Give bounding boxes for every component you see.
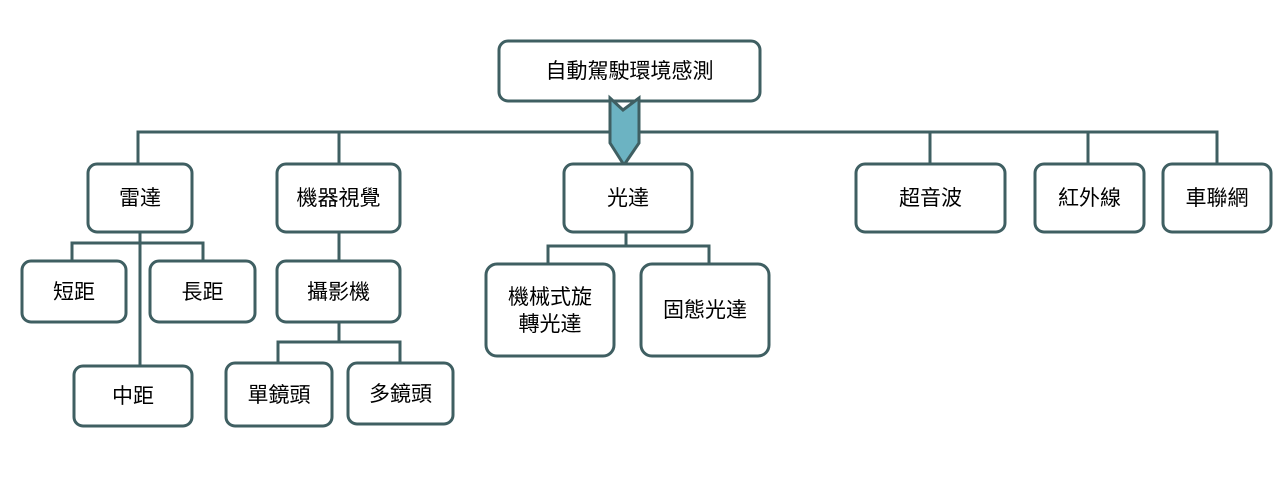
node-lidar-mechanical-label-line2: 轉光達 (519, 312, 582, 336)
node-lidar-mechanical: 機械式旋 轉光達 (484, 262, 616, 358)
node-camera: 攝影機 (275, 259, 402, 324)
connectors (70, 130, 1219, 367)
down-arrow-icon (608, 94, 641, 168)
node-lidar-mechanical-label-line1: 機械式旋 (508, 285, 592, 309)
node-camera-multi-label: 多鏡頭 (369, 382, 432, 406)
node-radar-short-label: 短距 (53, 280, 95, 304)
node-root: 自動駕駛環境感測 (497, 39, 762, 103)
node-infrared: 紅外線 (1033, 162, 1146, 234)
node-radar-short: 短距 (20, 259, 128, 324)
node-camera-mono-label: 單鏡頭 (248, 383, 311, 407)
node-lidar-solid-state: 固態光達 (639, 262, 771, 358)
node-ultrasonic: 超音波 (854, 162, 1007, 234)
node-radar-long-label: 長距 (182, 280, 224, 304)
node-ultrasonic-label: 超音波 (899, 186, 962, 210)
node-root-label: 自動駕駛環境感測 (546, 59, 714, 83)
node-radar: 雷達 (86, 162, 194, 234)
node-infrared-label: 紅外線 (1058, 186, 1121, 210)
node-lidar-solid-state-label: 固態光達 (663, 298, 747, 322)
node-v2x: 車聯網 (1161, 162, 1273, 234)
node-v2x-label: 車聯網 (1186, 186, 1249, 210)
node-camera-label: 攝影機 (307, 280, 370, 304)
node-lidar: 光達 (562, 162, 694, 234)
node-radar-mid: 中距 (72, 364, 194, 428)
node-camera-mono: 單鏡頭 (224, 361, 334, 428)
node-radar-long: 長距 (148, 259, 257, 324)
node-vision: 機器視覺 (275, 162, 402, 234)
node-lidar-label: 光達 (607, 186, 649, 210)
node-vision-label: 機器視覺 (297, 186, 381, 210)
node-radar-label: 雷達 (119, 186, 161, 210)
node-radar-mid-label: 中距 (112, 384, 154, 408)
node-camera-multi: 多鏡頭 (346, 361, 455, 426)
